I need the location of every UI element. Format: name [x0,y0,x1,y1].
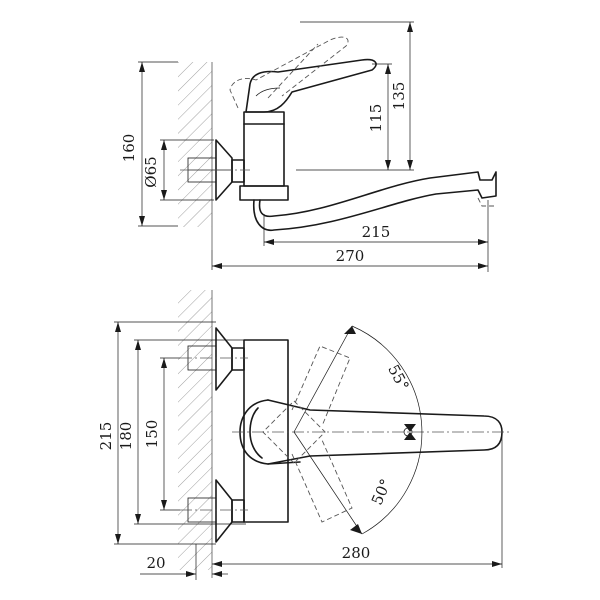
lever-handle-side [245,58,377,113]
lever-handle-alt [229,36,349,109]
dim-215-top-label: 215 [362,223,391,241]
lever-alt-up [291,345,351,427]
dim-d65-label: Ø65 [142,156,160,187]
dim-180-label: 180 [117,422,135,451]
side-view: 160 Ø65 115 135 215 270 [120,21,497,272]
angle-arc [351,325,423,535]
dim-20-label: 20 [146,554,165,572]
angle-50-label: 50° [368,476,395,508]
mixer-body-side [243,111,285,187]
dim-215-front-label: 215 [97,422,115,451]
dim-270-label: 270 [336,247,365,265]
upper-flange [215,327,233,391]
dim-280-label: 280 [342,544,371,562]
angle-55-label: 55° [384,362,412,394]
cartridge-outline [262,400,326,464]
spout-side [252,171,497,231]
dim-135-label: 135 [390,82,408,111]
lower-flange [215,479,233,543]
dim-160-label: 160 [120,134,138,163]
lever-alt-down [291,439,353,523]
dim-115-label: 115 [367,104,385,133]
dim-150-label: 150 [143,420,161,449]
mixer-body-front [243,339,289,523]
wall-hatching-top [178,62,212,227]
front-view: 55° 50° 215 180 150 20 280 [97,290,512,580]
wall-hatching-bottom [178,290,212,570]
